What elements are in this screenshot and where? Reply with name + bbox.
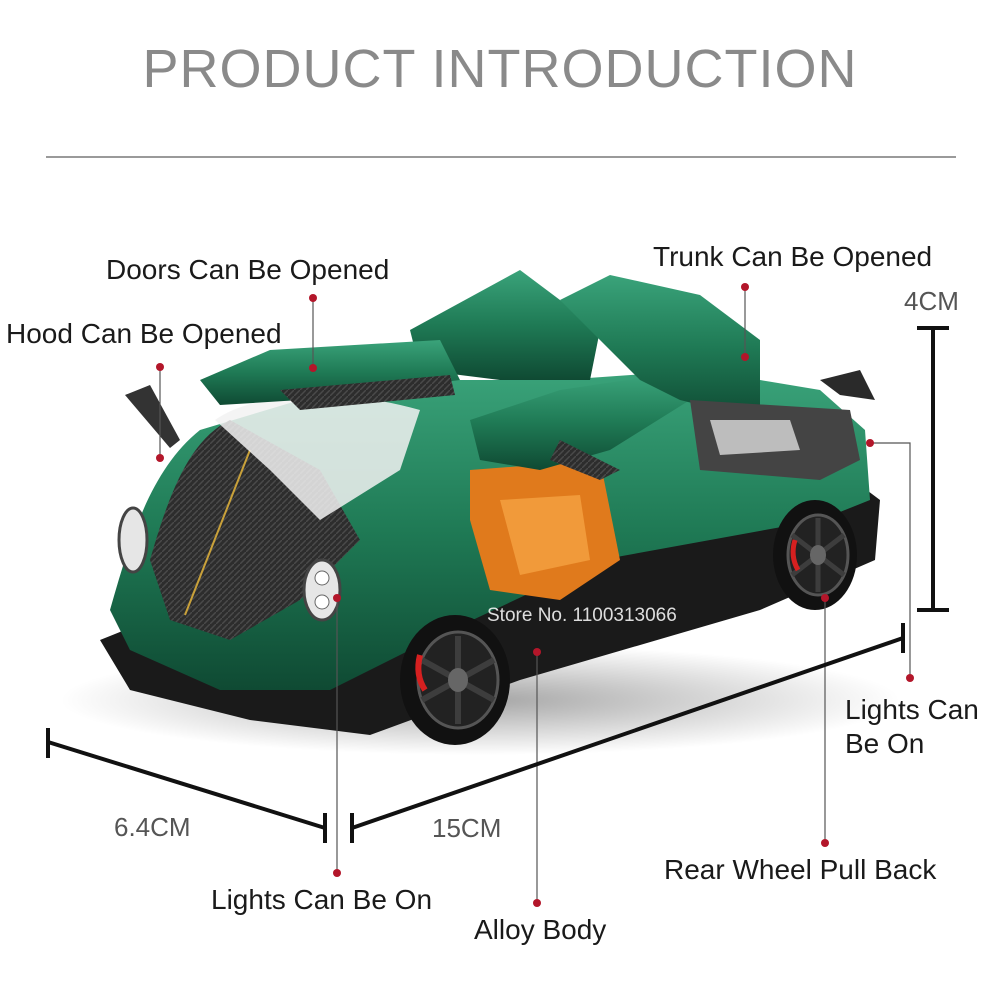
callout-lines xyxy=(159,287,911,903)
page-title: PRODUCT INTRODUCTION xyxy=(142,39,858,99)
width-dimension-label: 6.4CM xyxy=(114,812,191,842)
feature-doors-label: Doors Can Be Opened xyxy=(106,254,390,285)
feature-hood-label: Hood Can Be Opened xyxy=(6,318,282,349)
height-dimension-label: 4CM xyxy=(904,286,959,316)
trunk-open xyxy=(560,275,760,420)
feature-lights-right-label: Lights Can Be On xyxy=(845,694,979,759)
rear-wing xyxy=(820,370,875,400)
dimension-lines xyxy=(46,326,949,843)
right-door-open xyxy=(470,375,690,470)
feature-lights-bottom-label: Lights Can Be On xyxy=(211,884,433,915)
side-mirror xyxy=(125,385,180,448)
left-door-open xyxy=(410,270,600,380)
title-divider xyxy=(46,156,956,158)
headlight-left xyxy=(117,506,149,574)
feature-trunk-label: Trunk Can Be Opened xyxy=(653,241,933,272)
headlight-right xyxy=(302,558,342,622)
callout-dots xyxy=(156,283,914,907)
feature-alloy-label: Alloy Body xyxy=(474,914,607,945)
windshield xyxy=(215,395,420,520)
feature-pull-back-label: Rear Wheel Pull Back xyxy=(664,854,937,885)
length-dimension-label: 15CM xyxy=(432,813,502,843)
store-watermark: Store No. 1100313066 xyxy=(487,605,677,626)
front-wheel xyxy=(400,615,510,745)
hood-flap-open xyxy=(200,340,460,405)
rear-wheel xyxy=(773,500,857,610)
